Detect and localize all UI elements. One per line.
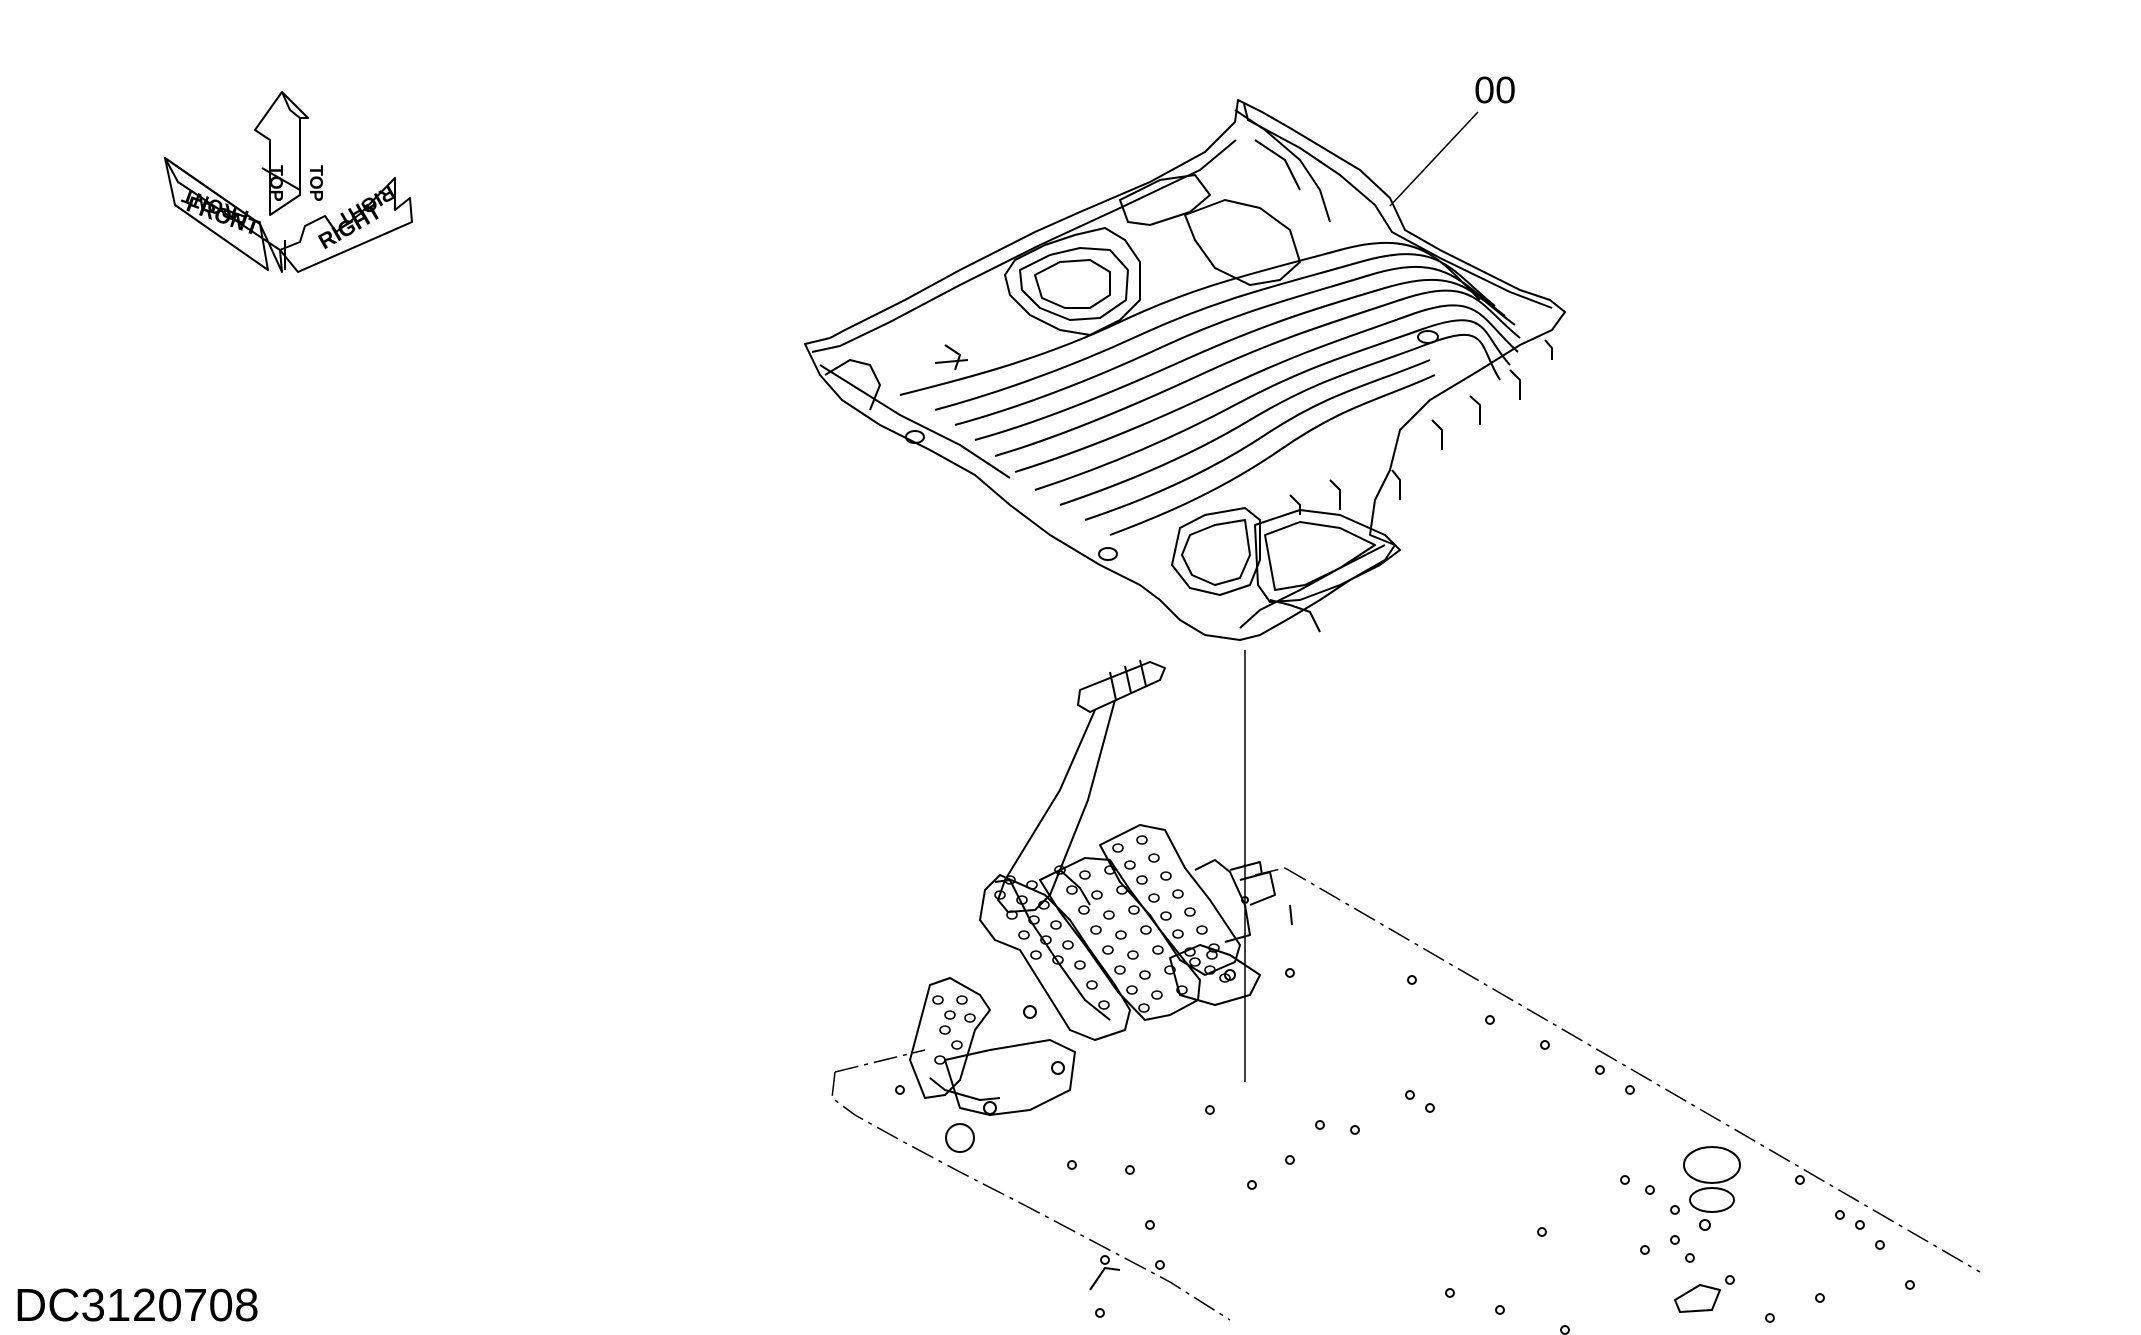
floor-mat bbox=[804, 99, 1566, 641]
base-plate bbox=[831, 867, 1981, 1335]
drawing-number: DC3120708 bbox=[14, 1279, 260, 1331]
pedal-assembly bbox=[909, 659, 1293, 1116]
part-callout-label: 00 bbox=[1474, 70, 1516, 112]
top-label: TOP bbox=[266, 165, 286, 202]
orientation-indicator-icon: FRONT FRONT TOP TOP RIGHT RIGHT bbox=[164, 91, 413, 273]
top-label-mirrored: TOP bbox=[306, 165, 326, 202]
callout-leader bbox=[1389, 111, 1479, 207]
